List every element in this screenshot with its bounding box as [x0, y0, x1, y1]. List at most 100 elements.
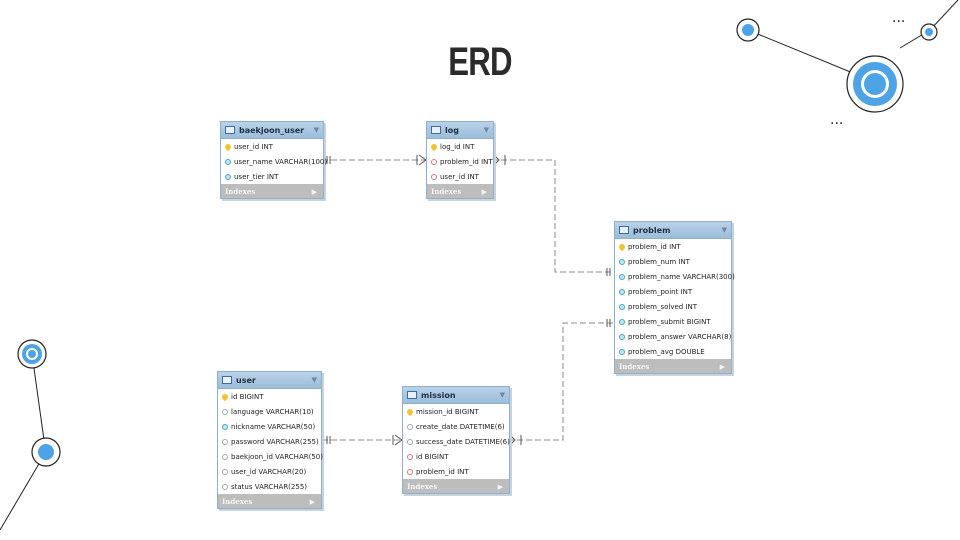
column-row[interactable]: problem_point INT: [615, 284, 731, 299]
chevron-right-icon[interactable]: ▶: [497, 481, 503, 491]
column-row[interactable]: id BIGINT: [403, 449, 509, 464]
table-name: problem: [633, 225, 671, 235]
indexes-label: Indexes: [431, 186, 462, 196]
foreign-key-icon: [407, 468, 413, 475]
column-label: user_tier INT: [234, 172, 279, 181]
column-row[interactable]: baekjoon_id VARCHAR(50): [218, 449, 323, 464]
column-label: problem_id INT: [440, 157, 493, 166]
column-row[interactable]: problem_num INT: [615, 254, 731, 269]
column-row[interactable]: problem_solved INT: [615, 299, 731, 314]
chevron-down-icon[interactable]: ▼: [721, 226, 727, 234]
indexes-footer[interactable]: Indexes ▶: [221, 184, 323, 198]
decor-top-right: [736, 0, 959, 113]
column-label: problem_name VARCHAR(300): [628, 272, 735, 281]
column-row[interactable]: log_id INT: [427, 139, 493, 154]
column-label: language VARCHAR(10): [231, 407, 314, 416]
column-label: user_name VARCHAR(100): [234, 157, 328, 166]
column-icon: [222, 423, 228, 430]
indexes-footer[interactable]: Indexes▶: [218, 494, 321, 508]
column-row[interactable]: success_date DATETIME(6): [403, 434, 510, 449]
chevron-right-icon[interactable]: ▶: [719, 361, 725, 371]
column-label: user_id INT: [234, 142, 273, 151]
foreign-key-icon: [431, 158, 437, 165]
column-icon: [619, 273, 625, 280]
foreign-key-icon: [431, 173, 437, 180]
column-row[interactable]: user_tier INT: [221, 169, 323, 184]
column-row[interactable]: problem_id INT: [615, 239, 731, 254]
column-icon: [407, 423, 413, 430]
column-row[interactable]: problem_id INT: [403, 464, 509, 479]
column-label: user_id INT: [440, 172, 479, 181]
primary-key-icon: [405, 407, 415, 416]
column-row[interactable]: user_id INT: [221, 139, 323, 154]
table-user[interactable]: user▼id BIGINT language VARCHAR(10) nickna…: [217, 371, 323, 509]
rel-mission-problem: [508, 322, 614, 441]
column-label: mission_id BIGINT: [416, 407, 479, 416]
column-row[interactable]: create_date DATETIME(6): [403, 419, 509, 434]
column-row[interactable]: password VARCHAR(255): [218, 434, 321, 449]
column-label: problem_id INT: [416, 467, 469, 476]
column-row[interactable]: id BIGINT: [218, 389, 321, 404]
column-icon: [619, 303, 625, 310]
indexes-label: Indexes: [619, 361, 650, 371]
column-row[interactable]: status VARCHAR(255): [218, 479, 321, 494]
indexes-footer[interactable]: Indexes ▶: [615, 359, 731, 373]
table-problem[interactable]: problem ▼ problem_id INT problem_num INT pro…: [614, 221, 735, 374]
table-header[interactable]: problem ▼: [615, 222, 731, 239]
column-row[interactable]: user_id INT: [427, 169, 493, 184]
table-header[interactable]: log▼: [427, 122, 493, 139]
indexes-footer[interactable]: Indexes ▶: [427, 184, 493, 198]
table-log[interactable]: log▼ log_id INT problem_id INT user_id INT I…: [426, 121, 494, 199]
column-row[interactable]: problem_avg DOUBLE: [615, 344, 731, 359]
column-icon: [225, 173, 231, 180]
column-row[interactable]: user_name VARCHAR(100): [221, 154, 327, 169]
column-row[interactable]: problem_answer VARCHAR(8): [615, 329, 731, 344]
column-icon: [222, 453, 228, 460]
column-icon: [222, 468, 228, 475]
chevron-right-icon[interactable]: ▶: [309, 496, 315, 506]
column-label: problem_id INT: [628, 242, 681, 251]
table-icon: [225, 126, 235, 134]
primary-key-icon: [220, 392, 230, 401]
column-icon: [619, 348, 625, 355]
decor-bottom-left: [0, 339, 61, 531]
chevron-down-icon[interactable]: ▼: [483, 126, 489, 134]
column-label: problem_avg DOUBLE: [628, 347, 705, 356]
chevron-down-icon[interactable]: ▼: [311, 376, 317, 384]
page-title: ERD: [448, 40, 512, 84]
chevron-down-icon[interactable]: ▼: [313, 126, 319, 134]
column-icon: [619, 288, 625, 295]
column-label: password VARCHAR(255): [231, 437, 319, 446]
column-row[interactable]: nickname VARCHAR(50): [218, 419, 321, 434]
table-name: baekjoon_user: [239, 125, 305, 135]
table-header[interactable]: user▼: [218, 372, 321, 389]
table-baekjoon-user[interactable]: baekjoon_user ▼ user_id INT user_name VARCH…: [220, 121, 327, 199]
column-row[interactable]: problem_name VARCHAR(300): [615, 269, 735, 284]
column-icon: [225, 158, 231, 165]
column-label: problem_answer VARCHAR(8): [628, 332, 732, 341]
column-label: create_date DATETIME(6): [416, 422, 505, 431]
column-icon: [222, 483, 228, 490]
chevron-down-icon[interactable]: ▼: [499, 391, 505, 399]
table-header[interactable]: mission ▼: [403, 387, 509, 404]
dots-top: ...: [892, 10, 905, 26]
chevron-right-icon[interactable]: ▶: [481, 186, 487, 196]
table-header[interactable]: baekjoon_user ▼: [221, 122, 323, 139]
rel-log-problem: [492, 159, 614, 273]
indexes-label: Indexes: [225, 186, 256, 196]
column-row[interactable]: problem_submit BIGINT: [615, 314, 731, 329]
column-row[interactable]: user_id VARCHAR(20): [218, 464, 321, 479]
column-label: id BIGINT: [416, 452, 449, 461]
table-icon: [407, 391, 417, 399]
chevron-right-icon[interactable]: ▶: [311, 186, 317, 196]
indexes-footer[interactable]: Indexes▶: [403, 479, 509, 493]
table-mission[interactable]: mission ▼ mission_id BIGINT create_date DAT…: [402, 386, 510, 494]
column-icon: [619, 333, 625, 340]
table-name: mission: [421, 390, 456, 400]
table-icon: [222, 376, 232, 384]
column-row[interactable]: mission_id BIGINT: [403, 404, 509, 419]
column-row[interactable]: language VARCHAR(10): [218, 404, 321, 419]
column-label: log_id INT: [440, 142, 475, 151]
column-label: success_date DATETIME(6): [416, 437, 510, 446]
column-row[interactable]: problem_id INT: [427, 154, 493, 169]
